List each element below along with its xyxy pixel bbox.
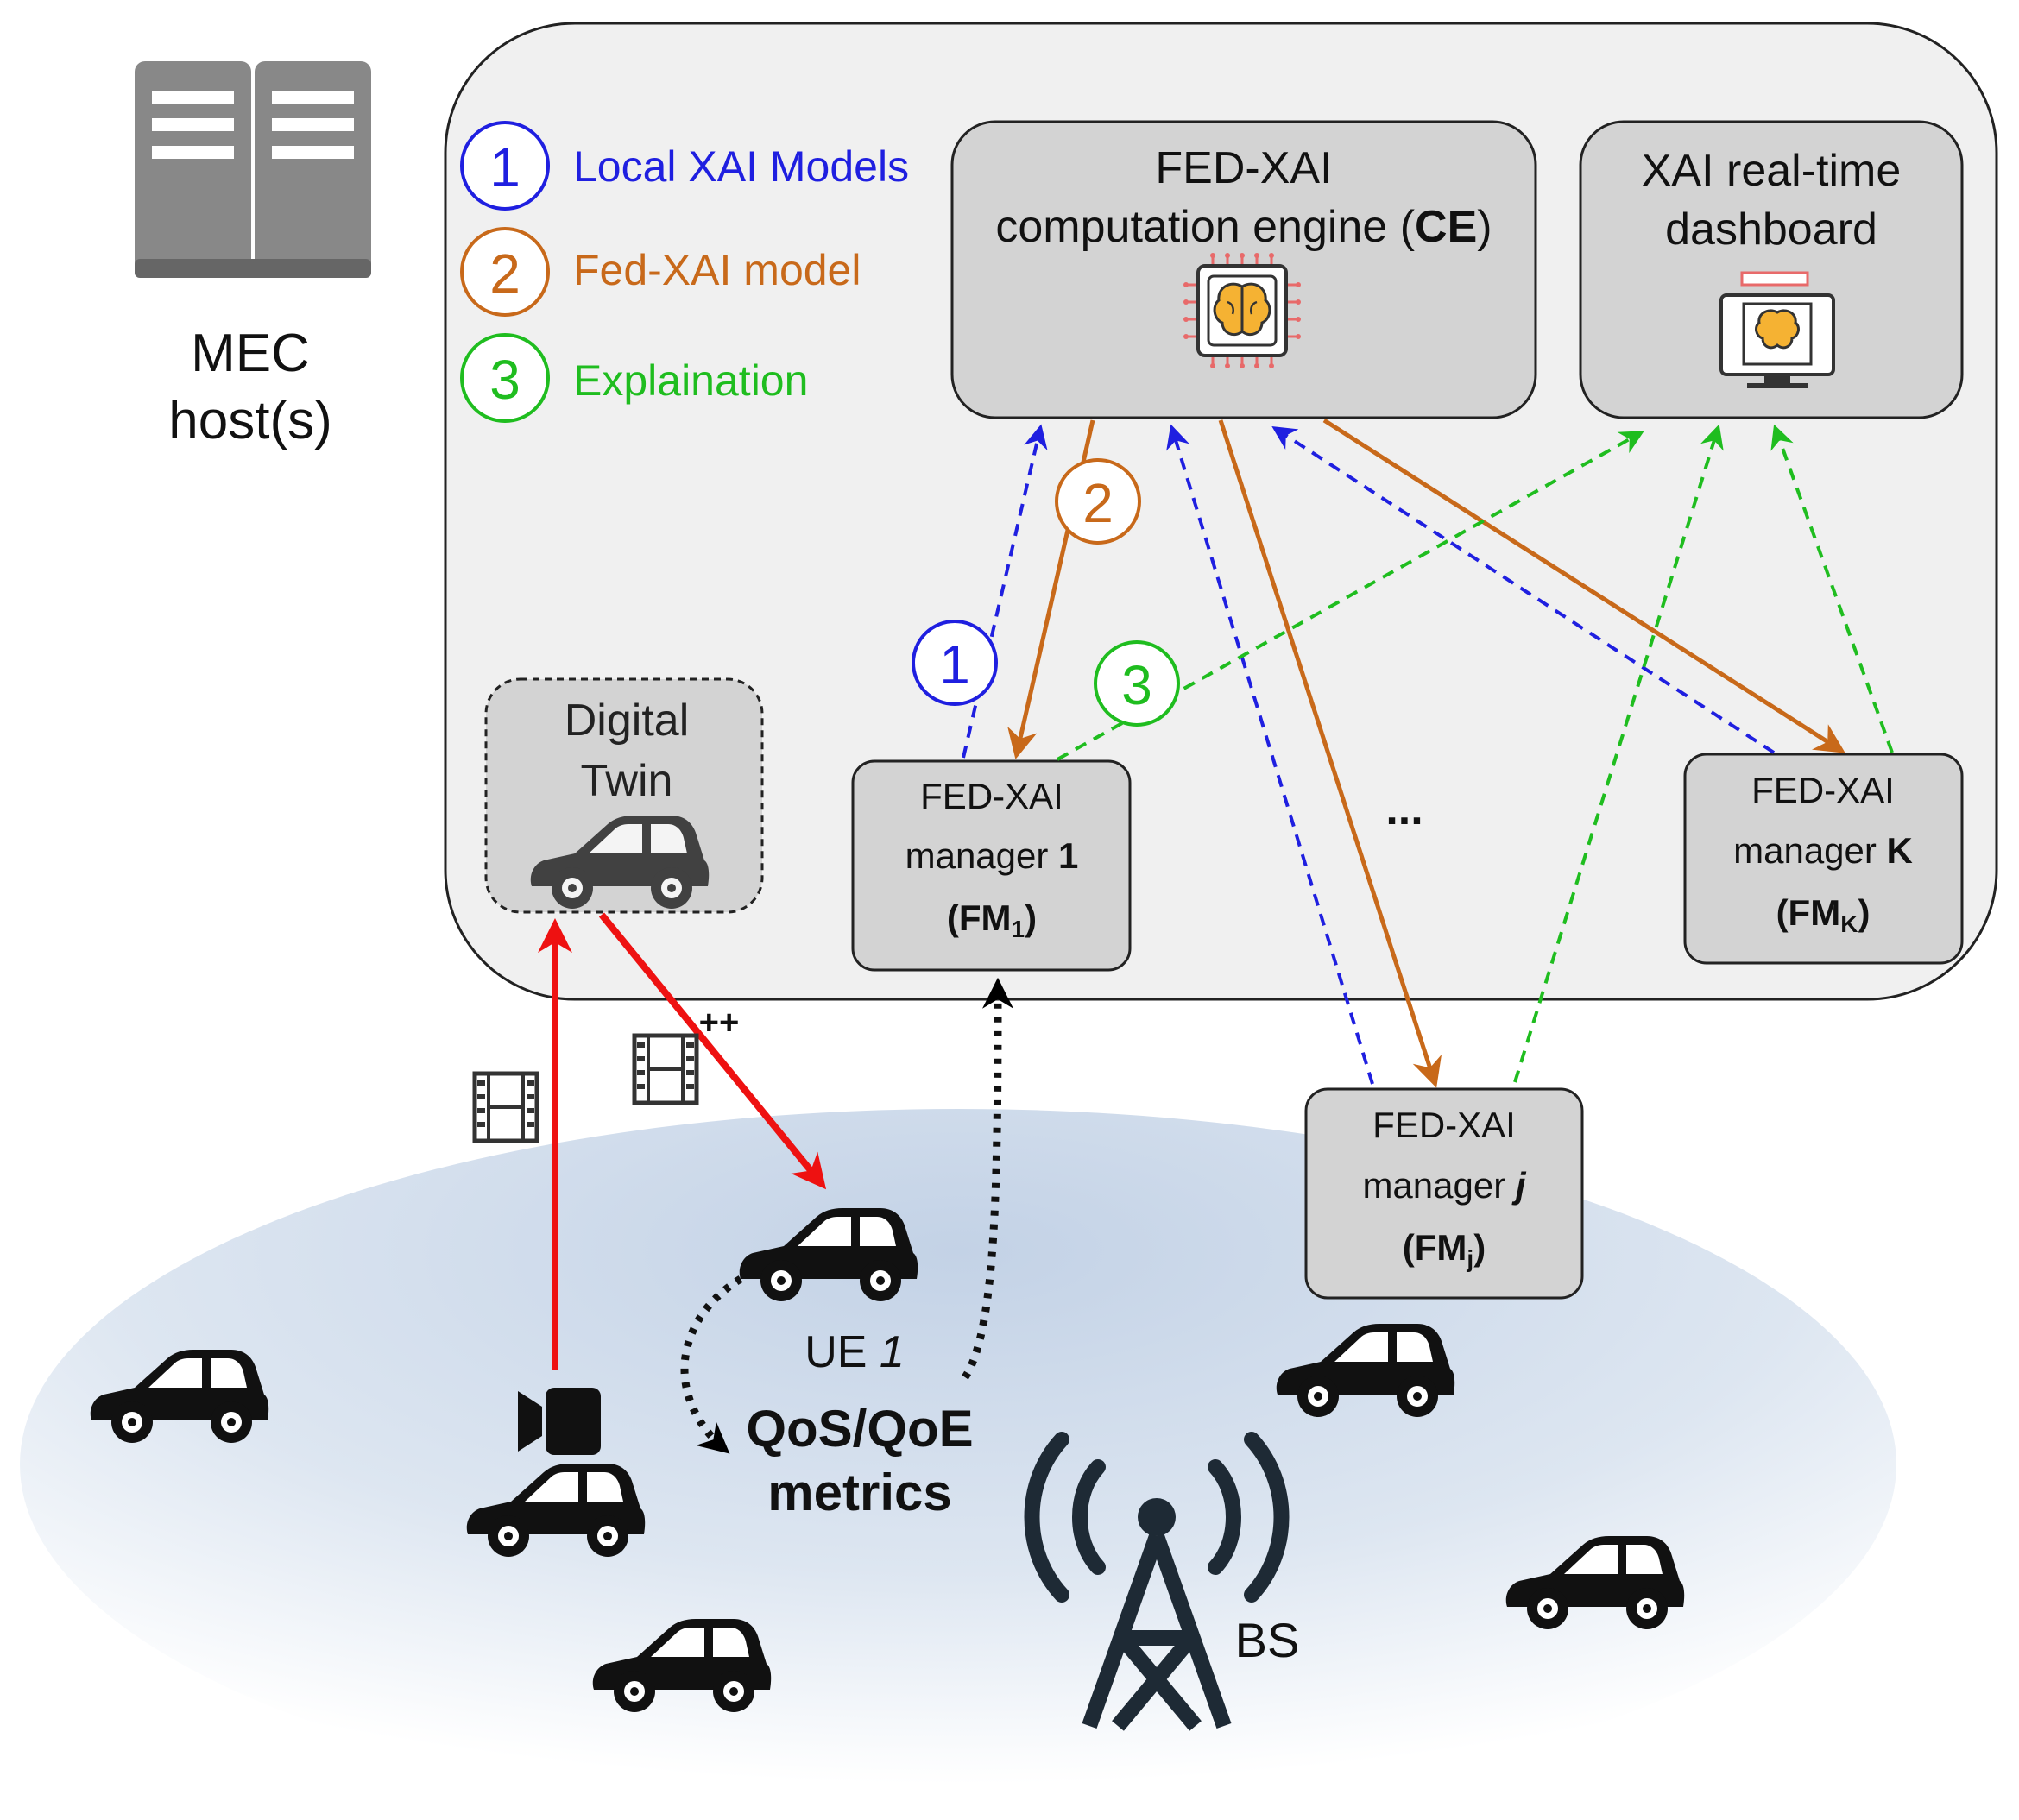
base-station-icon bbox=[1024, 1432, 1290, 1731]
ellipsis-label: ... bbox=[1385, 784, 1423, 834]
legend-circle-3 bbox=[460, 333, 550, 423]
plusplus-label: ++ bbox=[699, 1004, 740, 1042]
qos-label-line1: QoS/QoE bbox=[746, 1400, 973, 1458]
bs-label: BS bbox=[1235, 1613, 1300, 1667]
legend-num-2: 2 bbox=[489, 242, 521, 305]
ue-label: UE 1 bbox=[804, 1327, 905, 1377]
fmj-line3: (FMj) bbox=[1403, 1227, 1486, 1272]
coverage-area bbox=[20, 1109, 1896, 1820]
dashboard-title-line1: XAI real-time bbox=[1642, 146, 1902, 196]
ce-title-line1: FED-XAI bbox=[1155, 143, 1332, 193]
camera-icon bbox=[518, 1388, 601, 1455]
fmj-line1: FED-XAI bbox=[1372, 1105, 1516, 1145]
legend-num-1: 1 bbox=[489, 136, 521, 198]
step-num-3: 3 bbox=[1121, 654, 1152, 716]
digital-twin-line1: Digital bbox=[565, 696, 690, 746]
arrow-local-fm1-ce bbox=[962, 424, 1048, 759]
fmk-line3: (FMK) bbox=[1776, 892, 1871, 937]
arrow-qos-up bbox=[962, 977, 1013, 1380]
fm1-line1: FED-XAI bbox=[920, 776, 1063, 816]
dashboard-box bbox=[1579, 120, 1964, 419]
step-circle-2 bbox=[1055, 458, 1141, 545]
arrow-video-down bbox=[598, 912, 827, 1190]
legend-circle-1 bbox=[460, 121, 550, 211]
arrow-local-fmk-ce bbox=[1271, 425, 1776, 754]
legend-num-3: 3 bbox=[489, 349, 521, 411]
step-num-2: 2 bbox=[1082, 472, 1114, 534]
fm1-box bbox=[851, 759, 1132, 972]
mec-label-line1: MEC bbox=[191, 324, 310, 383]
ce-title-line2: computation engine (CE) bbox=[995, 202, 1492, 252]
legend-label-3: Explaination bbox=[573, 356, 808, 405]
arrow-fed-ce-fmk bbox=[1322, 418, 1845, 753]
legend-label-2: Fed-XAI model bbox=[573, 246, 861, 294]
arrow-fed-ce-fmj bbox=[1218, 419, 1442, 1088]
legend-circle-2 bbox=[460, 227, 550, 317]
arrow-expl-fmk-dashboard bbox=[1770, 424, 1894, 753]
fmk-box bbox=[1683, 753, 1964, 965]
qos-label-line2: metrics bbox=[767, 1464, 951, 1521]
legend: 1 Local XAI Models 2 Fed-XAI model 3 Exp… bbox=[460, 121, 909, 423]
server-icon bbox=[135, 61, 371, 278]
mec-label-line2: host(s) bbox=[168, 391, 331, 450]
legend-label-1: Local XAI Models bbox=[573, 142, 909, 191]
fm1-line3: (FM1) bbox=[947, 897, 1037, 942]
arrow-expl-fmj-dashboard bbox=[1513, 424, 1724, 1083]
fmk-line1: FED-XAI bbox=[1751, 770, 1895, 810]
fmj-line2: manager j bbox=[1362, 1165, 1526, 1206]
fmj-box bbox=[1304, 1087, 1584, 1300]
monitor-brain-icon bbox=[1719, 271, 1835, 388]
fm1-line2: manager 1 bbox=[905, 835, 1079, 876]
fmk-line2: manager K bbox=[1733, 830, 1913, 871]
digital-twin-line2: Twin bbox=[581, 756, 673, 806]
step-circle-1 bbox=[912, 620, 998, 706]
arrow-qos-loop bbox=[680, 1275, 743, 1454]
step-circle-3 bbox=[1094, 640, 1180, 727]
step-num-1: 1 bbox=[939, 633, 970, 696]
film-icon-left bbox=[475, 1074, 537, 1141]
film-icon-right bbox=[634, 1036, 697, 1103]
arrow-local-fmj-ce bbox=[1166, 424, 1374, 1085]
dashboard-title-line2: dashboard bbox=[1665, 205, 1877, 255]
brain-chip-icon bbox=[1183, 253, 1301, 368]
